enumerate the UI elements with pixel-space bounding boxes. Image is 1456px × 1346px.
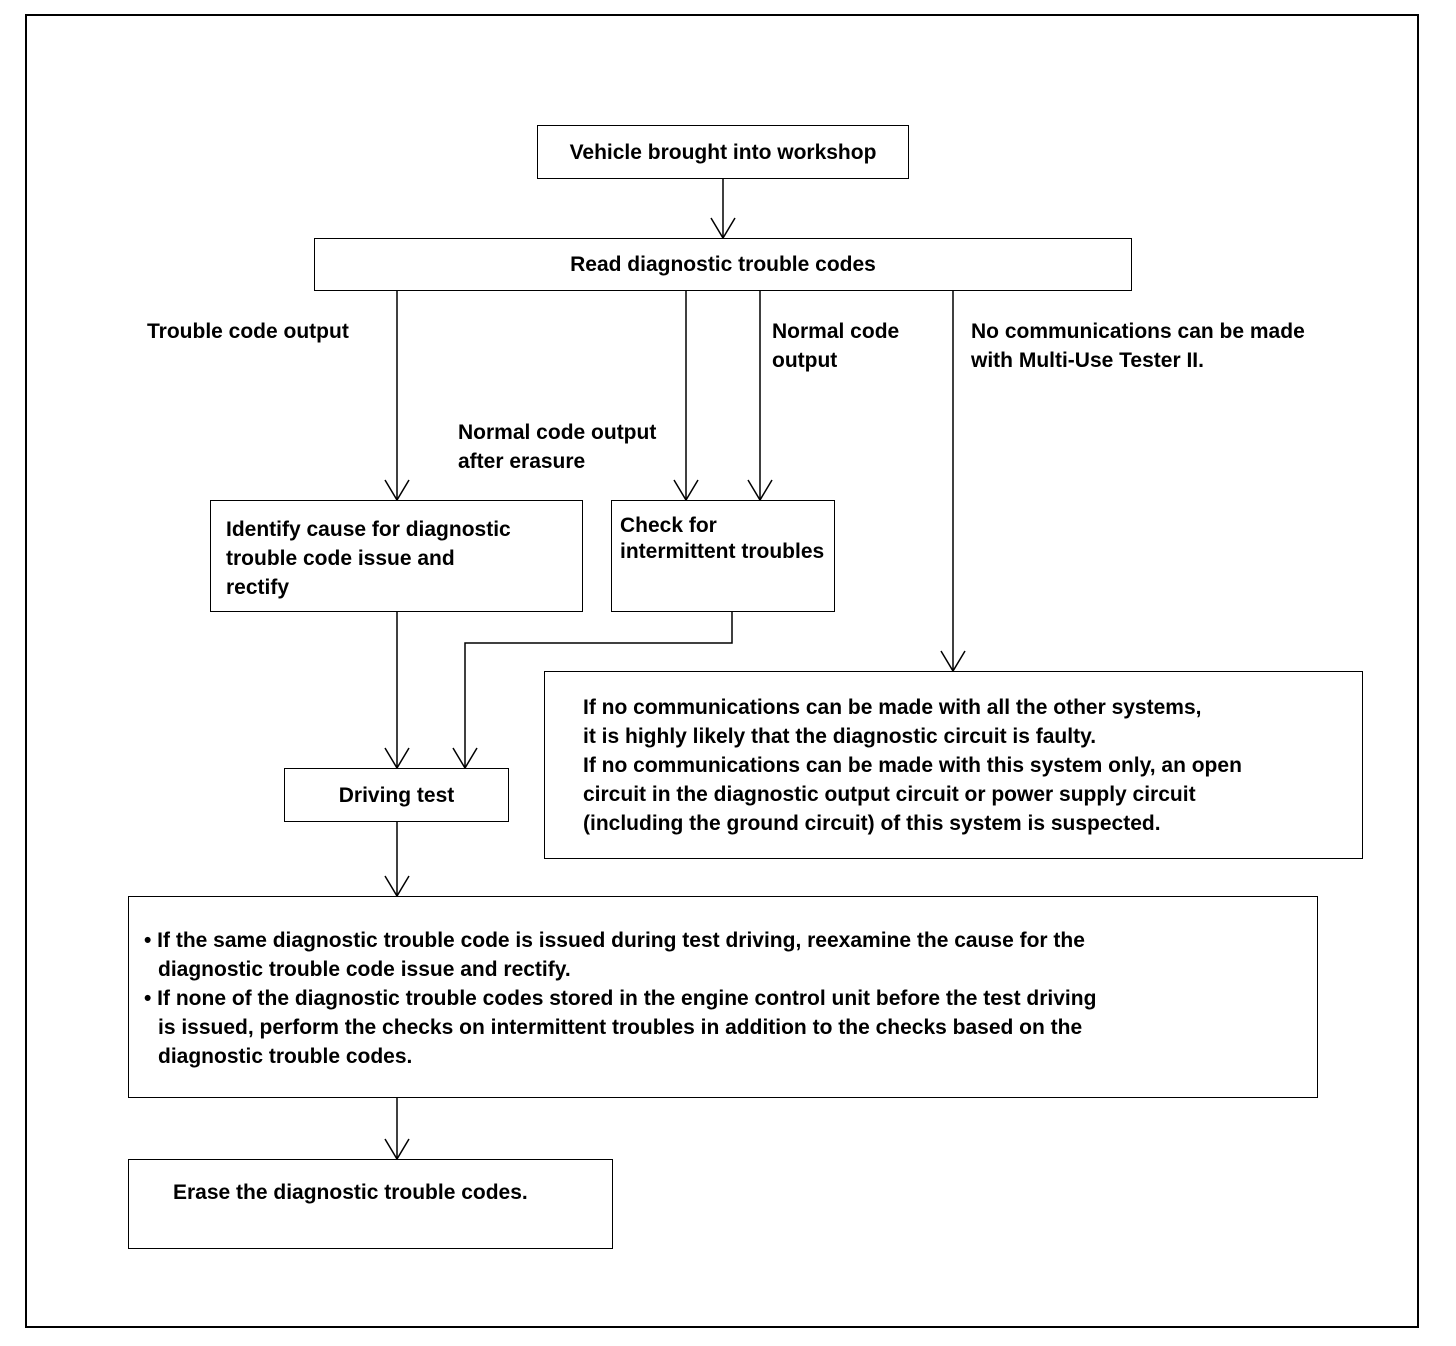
connector-check-to-driving [464,612,733,768]
label-no-communications: No communications can be made with Multi… [971,317,1305,375]
label-normal-after-erasure-line: Normal code output [458,421,657,444]
node-erase-codes: Erase the diagnostic trouble codes. [128,1159,613,1249]
node-identify-line: Identify cause for diagnostic [226,518,511,541]
retest-note-line: • If the same diagnostic trouble code is… [144,929,1085,952]
node-identify-line: rectify [226,576,290,599]
label-normal-code-output-line: output [772,349,838,372]
node-driving-test-text: Driving test [338,783,455,807]
node-no-comm-note: If no communications can be made with al… [544,671,1363,859]
no-comm-note-line: circuit in the diagnostic output circuit… [583,783,1196,806]
node-identify-cause: Identify cause for diagnostic trouble co… [210,500,583,612]
label-normal-after-erasure: Normal code output after erasure [458,418,656,476]
retest-note-line: diagnostic trouble codes. [158,1045,413,1068]
retest-note-line: • If none of the diagnostic trouble code… [144,987,1097,1010]
no-comm-note-line: it is highly likely that the diagnostic … [583,725,1097,748]
diagram-frame [25,14,1419,1328]
retest-note-line: is issued, perform the checks on intermi… [158,1016,1083,1039]
label-normal-code-output-line: Normal code [772,320,900,343]
label-no-communications-line: with Multi-Use Tester II. [971,349,1204,372]
label-trouble-code-output-text: Trouble code output [147,320,349,343]
label-trouble-code-output: Trouble code output [147,317,349,346]
node-check-line: intermittent troubles [620,540,825,563]
node-erase-text: Erase the diagnostic trouble codes. [173,1181,528,1204]
node-identify-line: trouble code issue and [226,547,455,570]
label-no-communications-line: No communications can be made [971,320,1305,343]
node-read-codes-text: Read diagnostic trouble codes [570,253,876,276]
label-normal-after-erasure-line: after erasure [458,450,586,473]
node-vehicle-text: Vehicle brought into workshop [569,140,877,164]
no-comm-note-line: If no communications can be made with al… [583,696,1202,719]
node-read-codes: Read diagnostic trouble codes [314,238,1132,291]
label-normal-code-output: Normal code output [772,317,899,375]
retest-note-line: diagnostic trouble code issue and rectif… [158,958,571,981]
node-check-intermittent: Check for intermittent troubles [611,500,835,612]
node-retest-note: • If the same diagnostic trouble code is… [128,896,1318,1098]
node-check-line: Check for [620,514,717,537]
node-vehicle-brought-in: Vehicle brought into workshop [537,125,909,179]
node-driving-test: Driving test [284,768,509,822]
no-comm-note-line: (including the ground circuit) of this s… [583,812,1161,835]
no-comm-note-line: If no communications can be made with th… [583,754,1242,777]
